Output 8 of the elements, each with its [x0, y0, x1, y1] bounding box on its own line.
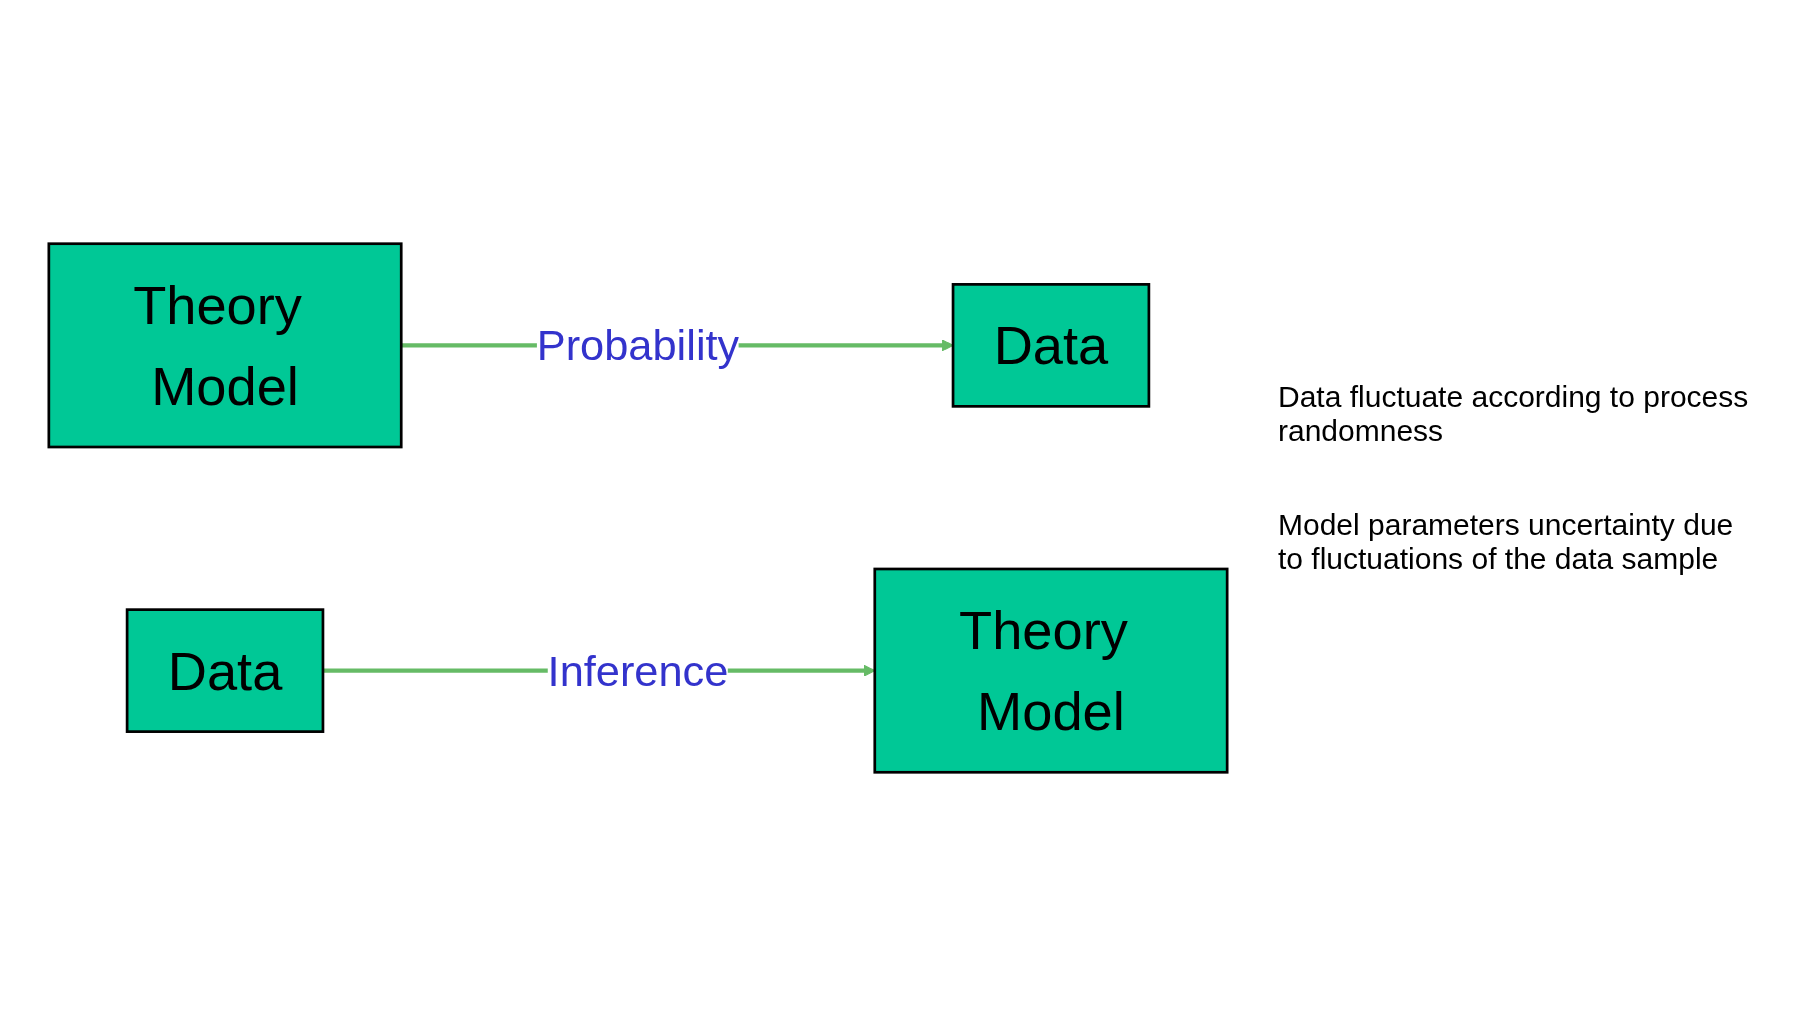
node-box: Data	[125, 607, 325, 733]
node-box: Theory Model	[47, 241, 403, 448]
node-box: Data	[951, 282, 1151, 408]
node-box: Theory Model	[873, 567, 1229, 774]
edge-label: Probability	[536, 320, 740, 370]
edge-label: Inference	[547, 645, 729, 695]
note-text: Model parameters uncertainty due to fluctuations of the data sample	[1278, 507, 1735, 576]
note-text: Data fluctuate according to process randomness	[1278, 379, 1750, 448]
